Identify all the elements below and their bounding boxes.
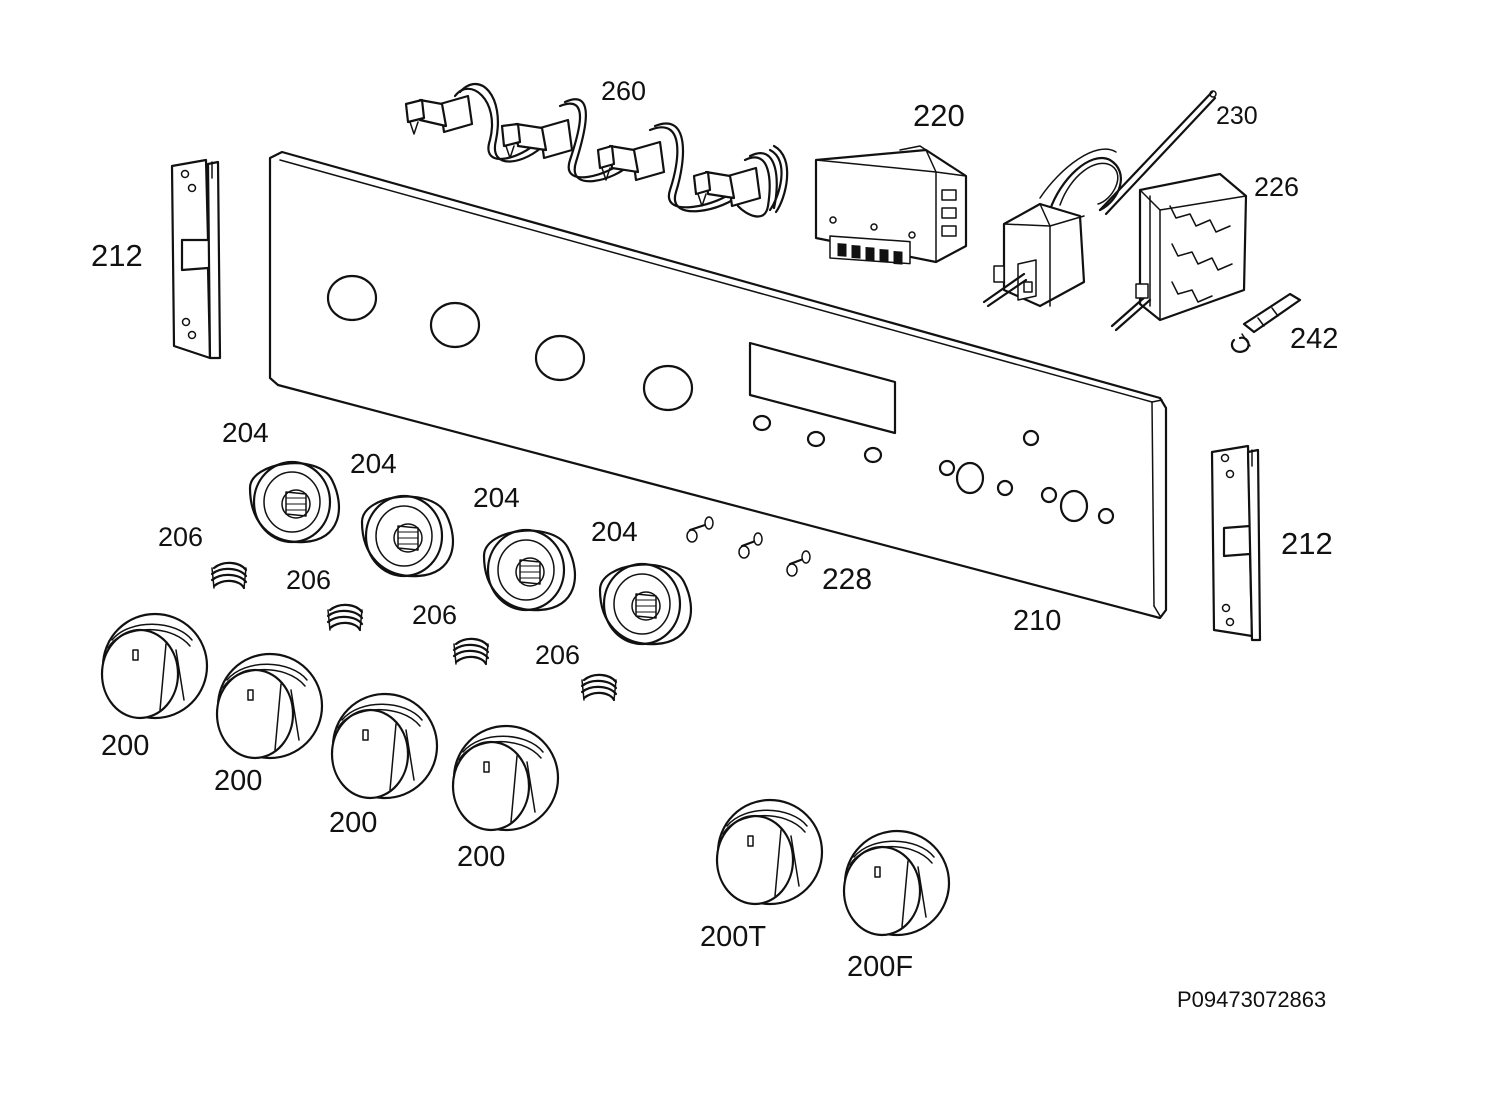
label-200-4: 200 xyxy=(457,841,505,873)
label-206-3: 206 xyxy=(412,600,457,630)
label-204-2: 204 xyxy=(350,448,397,479)
knob-200-2 xyxy=(215,652,324,760)
knob-200-4 xyxy=(451,724,560,832)
bezel-204-4 xyxy=(598,562,693,646)
bezel-204-2 xyxy=(360,494,455,578)
label-212-left: 212 xyxy=(91,238,143,273)
label-204-4: 204 xyxy=(591,516,638,547)
selector-switch-226 xyxy=(1110,172,1248,332)
side-bracket-212-right xyxy=(1210,444,1262,642)
knob-200-3 xyxy=(330,692,439,800)
label-220: 220 xyxy=(913,98,965,133)
label-230: 230 xyxy=(1216,102,1258,130)
spring-206-4 xyxy=(580,673,618,702)
label-204-1: 204 xyxy=(222,417,269,448)
label-210: 210 xyxy=(1013,605,1061,637)
label-242: 242 xyxy=(1290,323,1338,355)
drawing-number: P09473072863 xyxy=(1177,987,1326,1012)
screws-228 xyxy=(686,516,811,577)
knob-200F xyxy=(842,829,951,937)
knob-200-1 xyxy=(100,612,209,720)
bezel-204-1 xyxy=(248,460,341,544)
label-204-3: 204 xyxy=(473,482,520,513)
label-200T: 200T xyxy=(700,921,766,953)
label-260: 260 xyxy=(601,76,646,106)
spring-206-3 xyxy=(452,637,490,666)
side-bracket-212-left xyxy=(170,158,222,360)
label-206-4: 206 xyxy=(535,640,580,670)
spring-206-1 xyxy=(210,561,248,590)
control-panel-210 xyxy=(268,150,1168,620)
knob-200T xyxy=(715,798,824,906)
lamp-holder-242 xyxy=(1230,292,1302,353)
wired-switches-260 xyxy=(404,83,789,218)
label-226: 226 xyxy=(1254,172,1299,202)
label-212-right: 212 xyxy=(1281,526,1333,561)
label-200F: 200F xyxy=(847,951,913,983)
label-206-1: 206 xyxy=(158,522,203,552)
label-206-2: 206 xyxy=(286,565,331,595)
label-228: 228 xyxy=(822,563,872,596)
digital-timer-220 xyxy=(814,145,968,265)
label-200-3: 200 xyxy=(329,807,377,839)
label-200-2: 200 xyxy=(214,765,262,797)
thermostat-230 xyxy=(982,90,1217,308)
label-200-1: 200 xyxy=(101,730,149,762)
part-labels: 260 220 230 226 212 242 204 204 204 204 … xyxy=(91,76,1338,1012)
spring-206-2 xyxy=(326,603,364,632)
bezel-204-3 xyxy=(482,528,577,612)
